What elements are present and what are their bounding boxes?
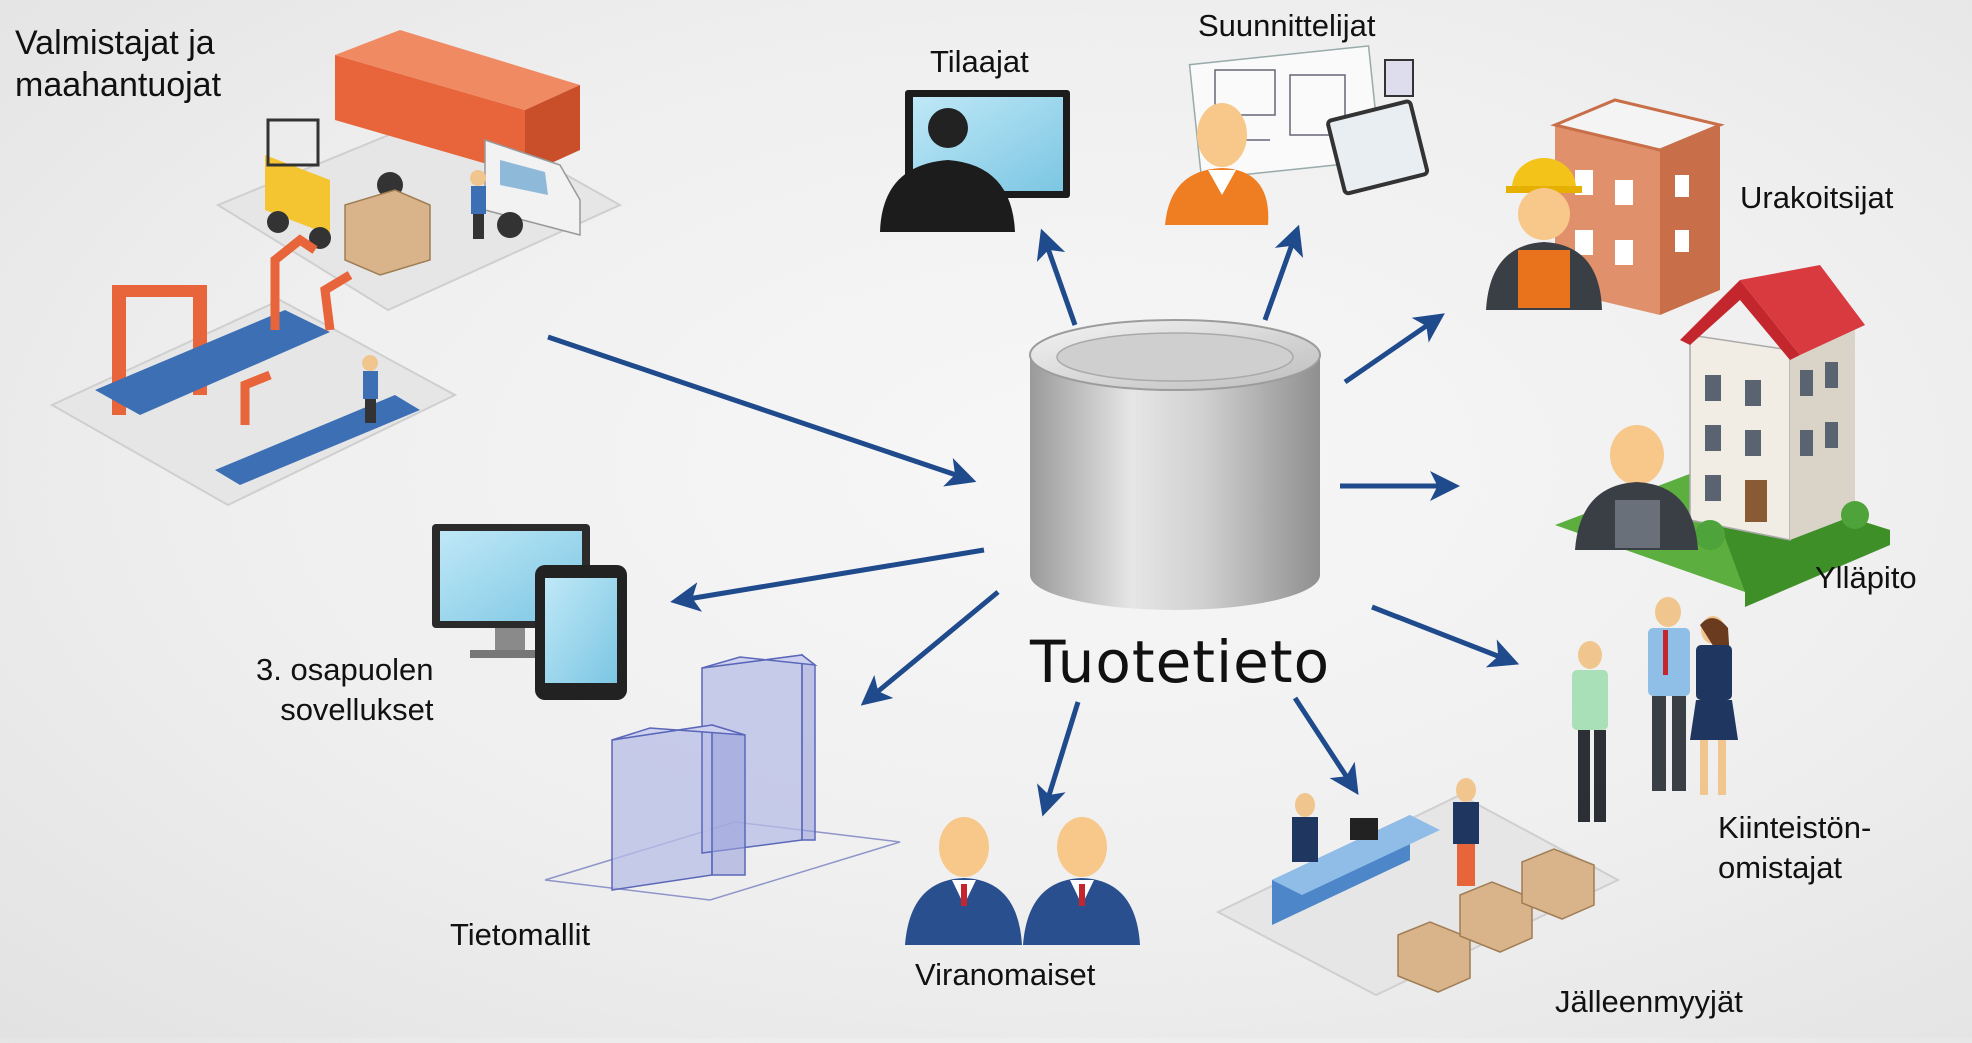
authorities-people-icon: [905, 817, 1140, 945]
center-label: Tuotetieto: [1030, 628, 1331, 696]
information-models-label: Tietomallit: [450, 917, 591, 952]
database-cylinder-icon: [1029, 319, 1321, 610]
manufacturers-illustration: [49, 30, 623, 507]
arrow-to-authorities: [1037, 701, 1081, 817]
third-party-apps-devices-icon: [432, 524, 627, 700]
arrow-to-owners: [1371, 604, 1520, 668]
authorities-label: Viranomaiset: [915, 957, 1096, 992]
arrow-to-information-models: [860, 590, 1000, 706]
owners-label: Kiinteistön- omistajat: [1718, 808, 1871, 888]
contractors-building-icon: [1486, 98, 1725, 315]
manufacturers-label-line1: Valmistajat ja: [15, 24, 215, 62]
arrow-to-retailers: [1292, 696, 1359, 796]
arrow-to-contractors: [1343, 313, 1445, 385]
retailers-label: Jälleenmyyjät: [1555, 984, 1743, 1019]
arrow-from-manufacturers: [547, 334, 977, 487]
third-party-apps-label: 3. osapuolen sovellukset: [256, 650, 434, 730]
arrow-to-third-party-apps: [670, 547, 985, 612]
designers-label: Suunnittelijat: [1198, 8, 1376, 43]
arrow-to-designers: [1262, 224, 1304, 321]
orderers-monitor-icon: [880, 90, 1070, 232]
maintenance-house-icon: [1555, 265, 1890, 607]
arrows: [547, 224, 1520, 817]
arrow-to-orderers: [1036, 228, 1078, 326]
contractors-label: Urakoitsijat: [1740, 180, 1894, 215]
designers-blueprint-icon: [1165, 45, 1430, 225]
manufacturers-label-line2: maahantuojat: [15, 66, 222, 104]
third-party-apps-label-line2: sovellukset: [280, 692, 434, 727]
owners-label-line2: omistajat: [1718, 850, 1843, 885]
manufacturers-label: Valmistajat ja maahantuojat: [15, 22, 221, 106]
owners-business-people-icon: [1572, 597, 1738, 822]
retailers-store-icon: [1215, 778, 1621, 997]
owners-label-line1: Kiinteistön-: [1718, 810, 1872, 845]
third-party-apps-label-line1: 3. osapuolen: [256, 652, 434, 687]
information-models-wireframe-icon: [544, 653, 901, 901]
maintenance-label: Ylläpito: [1815, 560, 1917, 595]
orderers-label: Tilaajat: [930, 44, 1029, 79]
